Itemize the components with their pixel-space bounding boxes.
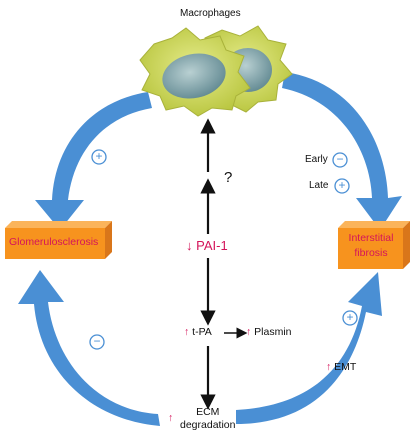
early-label: Early	[305, 154, 328, 165]
glomerulosclerosis-label: Glomerulosclerosis	[9, 236, 99, 248]
interstitial-line1: Interstitial	[348, 232, 394, 244]
pai1-label: PAI-1	[196, 238, 228, 253]
plasmin-node: ↑ Plasmin	[246, 326, 292, 338]
macrophage-cells	[139, 25, 293, 117]
plus-sign-late: +	[338, 178, 346, 192]
emt-node: ↑ EMT	[326, 361, 356, 373]
box-front-face	[5, 228, 105, 259]
arrow-ecm-to-glomerulosclerosis	[18, 270, 160, 426]
plus-sign-left: +	[95, 149, 103, 163]
box-front-face	[338, 228, 403, 269]
minus-circle-early	[332, 152, 348, 168]
box-side-face	[105, 221, 112, 259]
up-arrow-icon: ↑	[246, 326, 252, 338]
plus-circle-bottom-right	[342, 310, 358, 326]
box-top-face	[338, 221, 410, 228]
macrophage-nucleus-front	[162, 53, 226, 99]
minus-sign-bottom-left: −	[93, 334, 101, 348]
arrow-ecm-to-interstitial	[236, 272, 382, 424]
box-top-face	[5, 221, 112, 228]
pai1-node: ↓ PAI-1	[186, 238, 228, 253]
minus-sign-early: −	[336, 152, 344, 166]
tpa-node: ↑ t-PA	[184, 326, 212, 338]
interstitial-fibrosis-label: Interstitial fibrosis	[344, 231, 398, 261]
plus-sign-bottom-right: +	[346, 310, 354, 324]
interstitial-fibrosis-box	[338, 221, 410, 269]
emt-label: EMT	[334, 361, 357, 373]
ecm-node: ↑ ECM degradation	[168, 406, 235, 432]
interstitial-line2: fibrosis	[354, 247, 388, 259]
ecm-line2: degradation	[180, 419, 236, 431]
sign-markers	[89, 149, 358, 350]
ecm-line1: ECM	[196, 406, 220, 418]
pathway-arrows	[200, 118, 248, 410]
macrophages-label: Macrophages	[180, 8, 241, 19]
plus-circle-late	[334, 178, 350, 194]
cycle-arrows	[18, 72, 402, 426]
arrow-macrophages-to-interstitial	[282, 72, 402, 230]
box-side-face	[403, 221, 410, 269]
plasmin-label: Plasmin	[254, 326, 292, 338]
late-label: Late	[309, 180, 329, 191]
up-arrow-icon: ↑	[326, 361, 332, 373]
minus-circle-bottom-left	[89, 334, 105, 350]
glomerulosclerosis-box	[5, 221, 112, 259]
down-arrow-icon: ↓	[186, 238, 193, 253]
tpa-label: t-PA	[192, 326, 212, 338]
question-mark: ?	[224, 169, 233, 186]
arrow-macrophages-to-glomerulosclerosis	[35, 92, 152, 230]
up-arrow-icon: ↑	[184, 326, 190, 338]
plus-circle-left	[91, 149, 107, 165]
up-arrow-icon: ↑	[168, 412, 174, 424]
